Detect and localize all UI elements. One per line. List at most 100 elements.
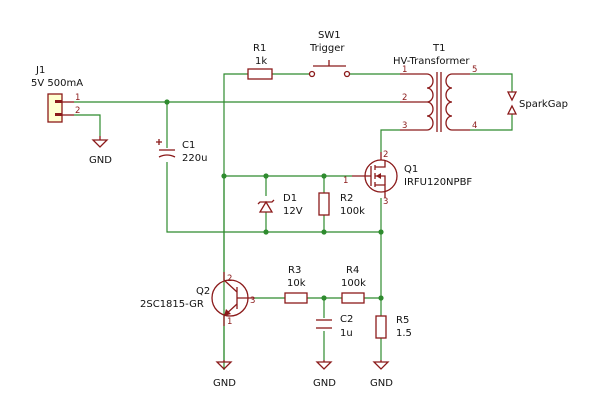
c2-value: 1u	[340, 328, 353, 339]
junction-dot	[164, 99, 170, 105]
d1-triangle	[258, 200, 274, 213]
ground-icon	[315, 360, 333, 370]
ground-icon	[372, 360, 390, 370]
t1-pin-number: 5	[472, 65, 477, 75]
r3-value: 10k	[287, 278, 306, 289]
connector-j1[interactable]	[47, 93, 74, 123]
wire-t1-sec5	[470, 73, 513, 92]
q1-ref: Q1	[404, 164, 418, 175]
wire-t1-sec4	[470, 114, 513, 131]
r5-value: 1.5	[396, 328, 412, 339]
r2-value: 100k	[340, 206, 365, 217]
wire-t1-pin3	[380, 129, 400, 152]
r1-ref: R1	[253, 43, 266, 54]
junction-dot	[263, 173, 269, 179]
junction-dot	[263, 229, 269, 235]
connector-j1-pin1-stub	[55, 100, 62, 103]
ground-icon	[91, 136, 109, 148]
sparkgap[interactable]	[506, 91, 518, 115]
resistor-r1[interactable]	[247, 68, 273, 80]
q2-value: 2SC1815-GR	[140, 299, 204, 310]
q2-ref: Q2	[196, 286, 210, 297]
resistor-r3[interactable]	[284, 292, 308, 304]
t1-pin-number: 4	[472, 121, 477, 131]
junction-dot	[221, 173, 227, 179]
gnd-label-j1: GND	[89, 155, 112, 166]
resistor-r2[interactable]	[318, 192, 330, 216]
j1-pin2-number: 2	[75, 106, 80, 116]
wire-c1-bottom	[166, 162, 381, 233]
q1-value: IRFU120NPBF	[404, 177, 472, 188]
d1-ref: D1	[283, 193, 297, 204]
t1-primary-winding	[426, 73, 434, 131]
r4-ref: R4	[346, 265, 359, 276]
r2-ref: R2	[340, 193, 353, 204]
junction-dot	[321, 173, 327, 179]
q2-pin-emitter: 1	[227, 317, 232, 327]
sparkgap-upper-electrode	[506, 91, 518, 102]
t1-pin-number: 1	[402, 65, 407, 75]
c1-value: 220u	[182, 153, 207, 164]
gnd-symbol-q2	[215, 360, 233, 370]
j1-value: 5V 500mA	[31, 78, 83, 89]
wire-j1-pin2	[74, 114, 101, 136]
transistor-q1[interactable]	[352, 152, 398, 198]
c1-plate-negative	[158, 154, 176, 158]
ground-icon	[215, 360, 233, 370]
j1-ref: J1	[35, 65, 45, 76]
sw1-ref: SW1	[318, 30, 341, 41]
t1-pin-number: 2	[402, 93, 407, 103]
gnd-label-r5: GND	[370, 378, 393, 389]
transformer-t1[interactable]	[400, 72, 470, 132]
r4-value: 100k	[341, 278, 366, 289]
sparkgap-label: SparkGap	[519, 99, 568, 110]
q2-collector	[223, 279, 238, 293]
q2-arrow	[224, 309, 231, 316]
gnd-symbol-j1	[91, 136, 109, 148]
q1-drain-path	[375, 152, 386, 168]
r5-ref: R5	[396, 315, 409, 326]
d1-zener-bar	[257, 199, 275, 205]
gnd-label-c2: GND	[313, 378, 336, 389]
junction-dot	[321, 295, 327, 301]
gnd-symbol-c2	[315, 360, 333, 370]
junction-dot	[378, 295, 384, 301]
resistor-r5[interactable]	[375, 315, 387, 339]
capacitor-c2[interactable]	[316, 319, 332, 329]
r3-ref: R3	[288, 265, 301, 276]
t1-secondary-winding	[445, 73, 453, 131]
switch-sw1-contact-right	[343, 70, 351, 78]
q1-pin-gate: 1	[343, 176, 348, 186]
gnd-symbol-r5	[372, 360, 390, 370]
junction-dot	[321, 229, 327, 235]
t1-pin-number: 3	[402, 121, 407, 131]
sw1-value: Trigger	[309, 43, 345, 54]
q2-pin-collector: 2	[227, 274, 232, 284]
wires	[74, 73, 513, 370]
d1-value: 12V	[283, 206, 303, 217]
capacitor-c1[interactable]	[156, 139, 176, 158]
r1-value: 1k	[255, 56, 267, 67]
q1-arrow	[376, 173, 381, 179]
connector-j1-body	[47, 93, 63, 123]
t1-ref: T1	[432, 43, 445, 54]
resistor-r4[interactable]	[341, 292, 365, 304]
c1-ref: C1	[182, 140, 195, 151]
switch-sw1[interactable]	[308, 60, 351, 78]
sparkgap-lower-electrode	[506, 104, 518, 115]
q1-pin-source: 3	[383, 197, 388, 207]
transistor-q2[interactable]	[211, 272, 254, 326]
diode-d1[interactable]	[257, 199, 275, 213]
t1-value: HV-Transformer	[393, 56, 470, 67]
junctions	[164, 99, 384, 301]
c2-ref: C2	[340, 314, 353, 325]
connector-j1-pin2-stub	[55, 113, 62, 116]
switch-sw1-contact-left	[308, 70, 316, 78]
q1-pin-drain: 2	[383, 150, 388, 160]
junction-dot	[378, 229, 384, 235]
j1-pin1-number: 1	[75, 93, 80, 103]
q2-pin-base: 3	[250, 296, 255, 306]
plus-icon	[156, 139, 162, 145]
gnd-label-q2: GND	[213, 378, 236, 389]
